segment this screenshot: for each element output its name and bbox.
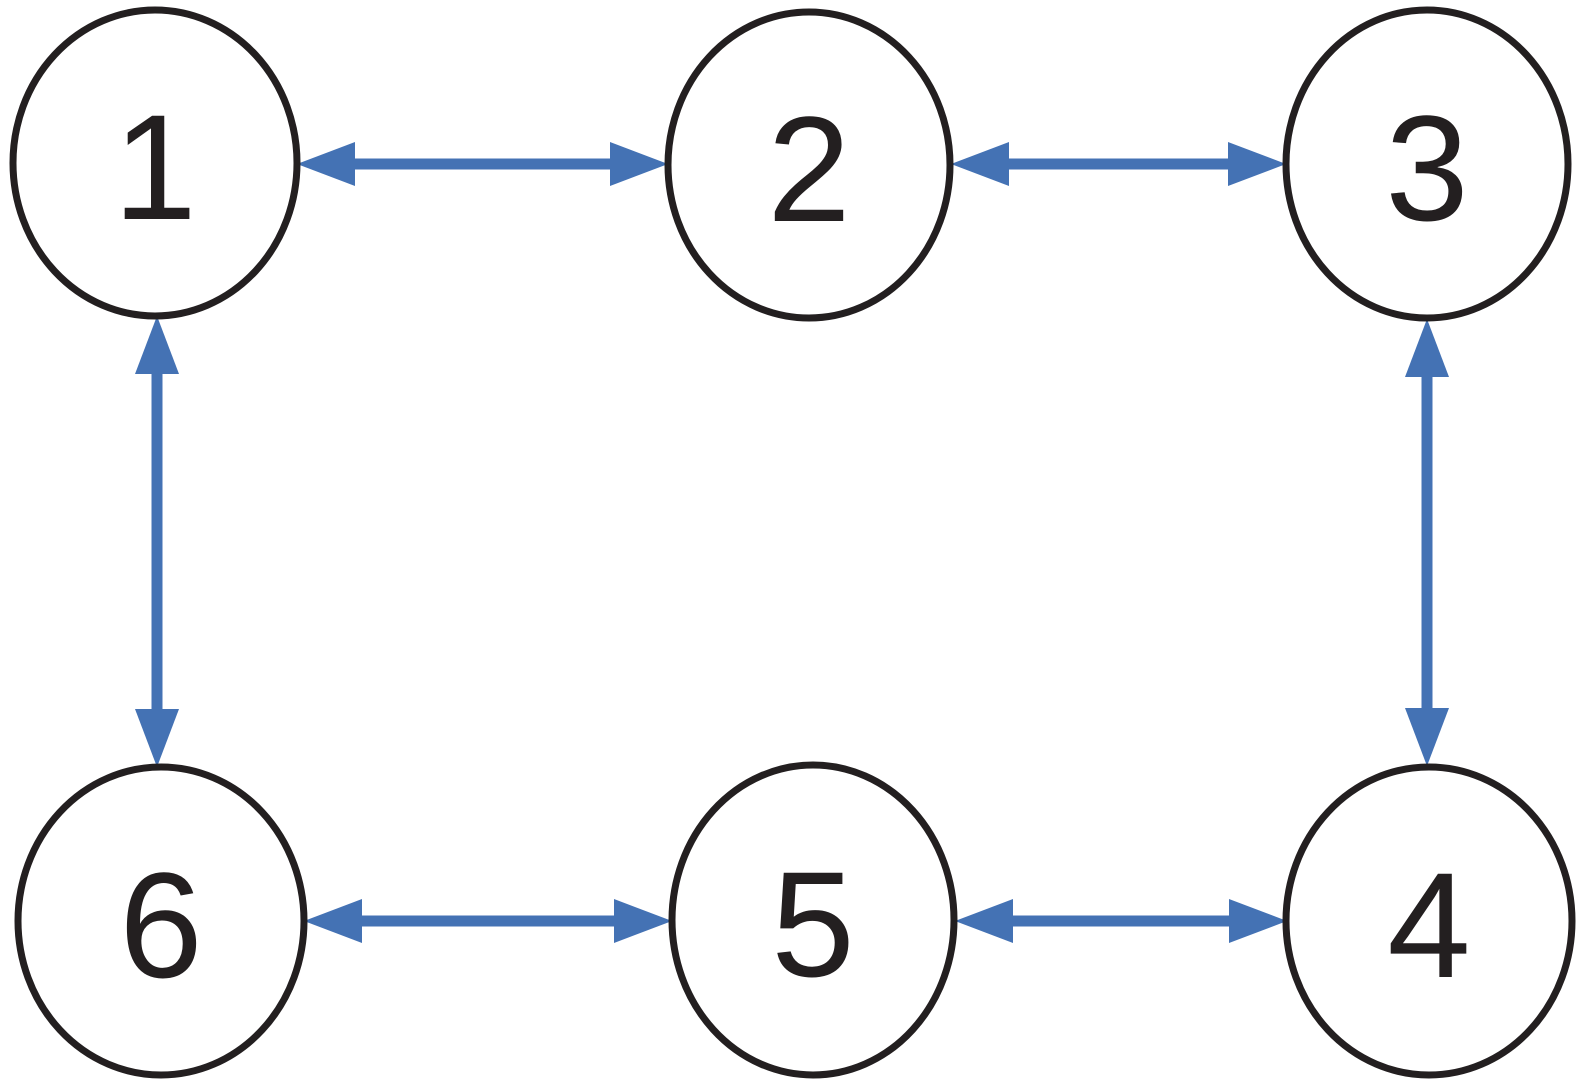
edge-4-5-arrowhead-end [955,899,1013,943]
node-6-label: 6 [119,841,202,1009]
edge-2-3-arrowhead-start [951,142,1009,186]
edge-4-5-arrowhead-start [1229,899,1287,943]
node-6-ellipse [14,763,308,1079]
edge-3-4-arrowhead-start [1405,319,1449,377]
node-2-label: 2 [767,85,850,253]
edge-6-1[interactable] [135,316,179,767]
edge-5-6-arrowhead-start [614,899,672,943]
edge-6-1-arrowhead-start [135,709,179,767]
edge-2-3-arrowhead-end [1228,142,1286,186]
node-3-label: 3 [1385,84,1468,252]
edge-3-4[interactable] [1405,319,1449,766]
node-4[interactable]: 4 [1282,763,1576,1079]
edge-layer [135,142,1449,943]
node-3[interactable]: 3 [1282,6,1572,322]
node-1[interactable]: 1 [9,6,301,320]
node-5-label: 5 [771,840,854,1008]
edge-2-3[interactable] [951,142,1286,186]
node-layer: 1 2 3 4 5 6 [9,6,1576,1079]
node-3-ellipse [1282,6,1572,322]
node-1-ellipse [9,6,301,320]
edge-6-1-arrowhead-end [135,316,179,374]
node-1-label: 1 [113,83,196,251]
edge-1-2-arrowhead-start [297,142,355,186]
edge-3-4-arrowhead-end [1405,708,1449,766]
edge-5-6[interactable] [304,899,672,943]
edge-1-2-arrowhead-end [610,142,668,186]
edge-4-5[interactable] [955,899,1287,943]
node-4-ellipse [1282,763,1576,1079]
node-5[interactable]: 5 [668,761,958,1079]
node-2[interactable]: 2 [664,8,954,322]
edge-1-2[interactable] [297,142,668,186]
edge-5-6-arrowhead-end [304,899,362,943]
node-2-ellipse [664,8,954,322]
node-6[interactable]: 6 [14,763,308,1079]
node-4-label: 4 [1387,841,1470,1009]
node-5-ellipse [668,761,958,1079]
